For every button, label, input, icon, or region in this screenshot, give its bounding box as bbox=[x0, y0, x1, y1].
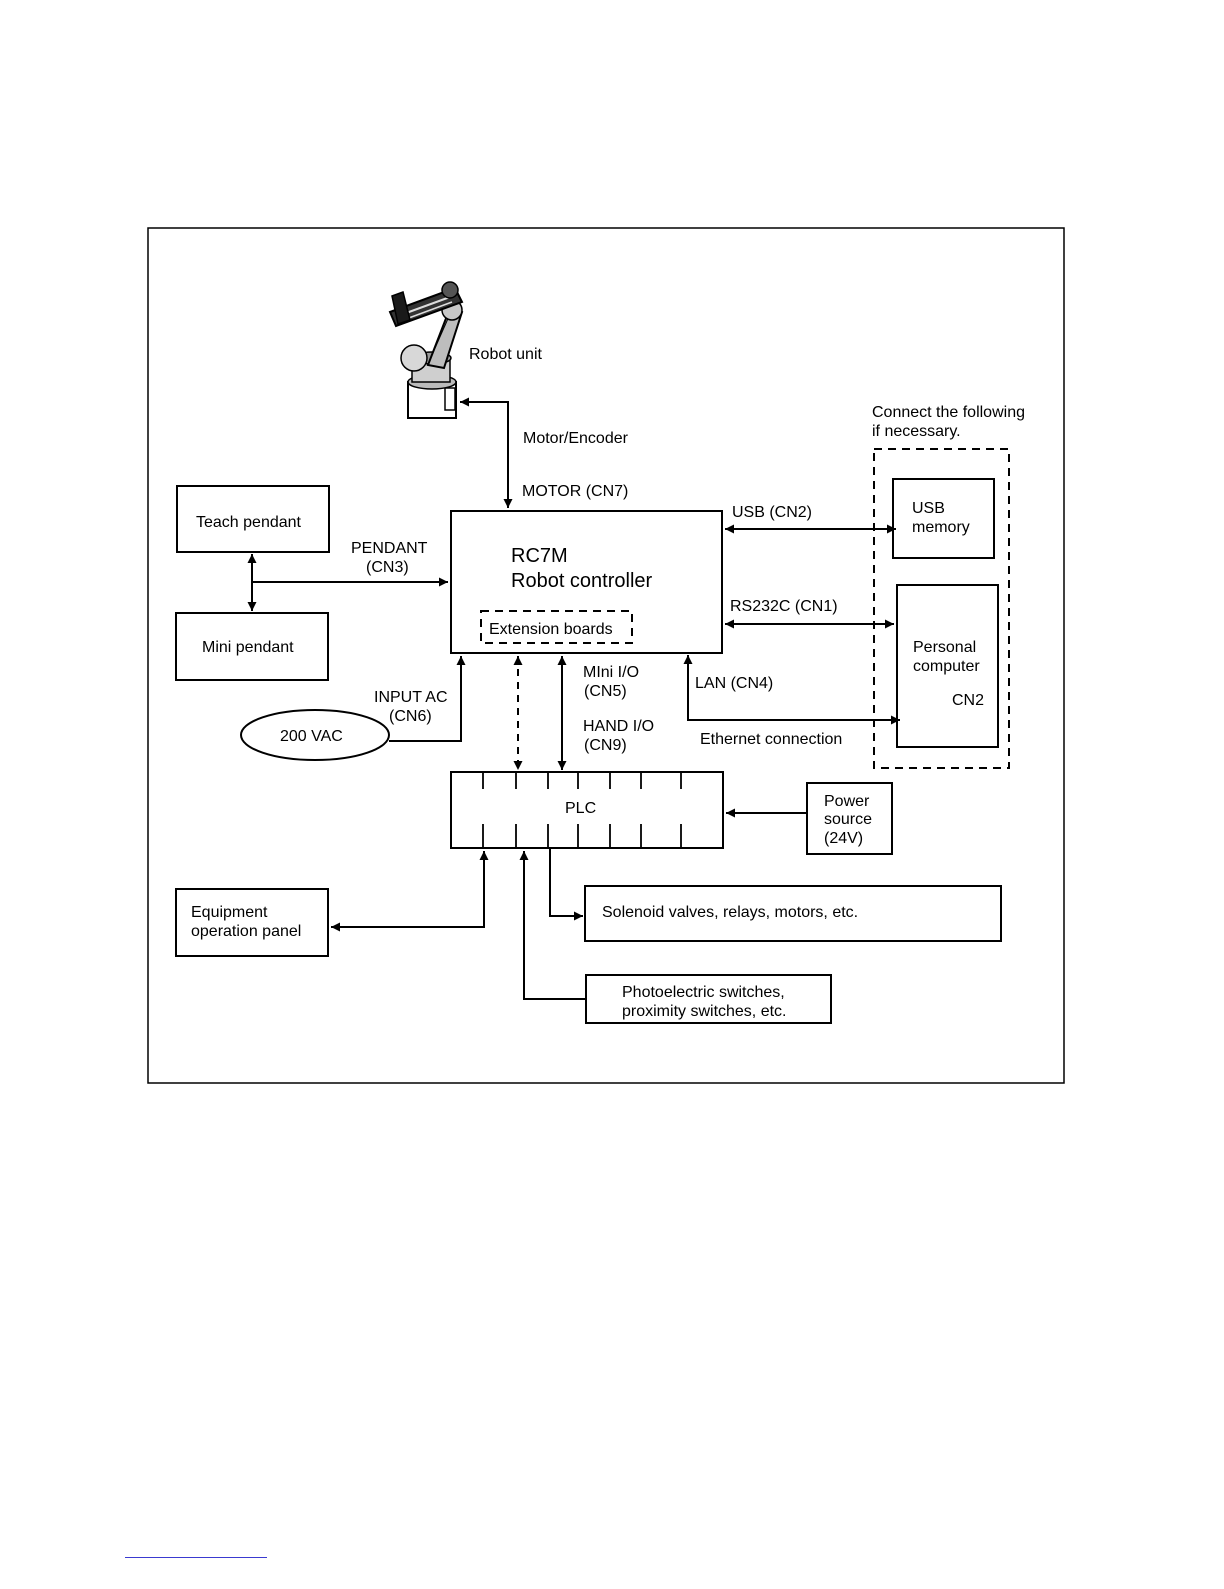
equipment-panel-label-1: Equipment bbox=[191, 904, 268, 921]
hand-io-label-1: HAND I/O bbox=[583, 718, 654, 735]
controller-model-label: RC7M bbox=[511, 545, 568, 567]
power-source-label-1: Power bbox=[824, 793, 870, 810]
solenoid-label: Solenoid valves, relays, motors, etc. bbox=[602, 904, 858, 921]
power-source-label-2: source bbox=[824, 811, 872, 828]
input-ac-label-1: INPUT AC bbox=[374, 689, 448, 706]
power-200vac-ellipse bbox=[240, 709, 390, 761]
mini-pendant-label: Mini pendant bbox=[202, 639, 294, 656]
mini-io-label-1: MIni I/O bbox=[583, 664, 639, 681]
robot-controller-box bbox=[450, 510, 723, 654]
pc-label-2: computer bbox=[913, 658, 980, 675]
power-source-label-3: (24V) bbox=[824, 830, 863, 847]
motor-encoder-label: Motor/Encoder bbox=[523, 430, 629, 447]
pc-label-1: Personal bbox=[913, 639, 976, 656]
controller-name-label: Robot controller bbox=[511, 570, 653, 592]
pendant-port-label-2: (CN3) bbox=[366, 559, 409, 576]
connect-note-line2: if necessary. bbox=[872, 423, 961, 440]
teach-pendant-label: Teach pendant bbox=[196, 514, 302, 531]
equipment-panel-label-2: operation panel bbox=[191, 923, 301, 940]
photoelectric-label-1: Photoelectric switches, bbox=[622, 984, 785, 1001]
lan-port-label: LAN (CN4) bbox=[695, 675, 773, 692]
solenoid-box bbox=[584, 885, 1002, 942]
plc-label: PLC bbox=[565, 800, 596, 817]
hand-io-label-2: (CN9) bbox=[584, 737, 627, 754]
extension-boards-box bbox=[480, 610, 633, 644]
power-200vac-label: 200 VAC bbox=[280, 728, 343, 745]
pendant-port-label-1: PENDANT bbox=[351, 540, 428, 557]
usb-memory-label-2: memory bbox=[912, 519, 970, 536]
plc-terminals bbox=[482, 772, 682, 848]
rs232-port-label: RS232C (CN1) bbox=[730, 598, 838, 615]
connect-note-line1: Connect the following bbox=[872, 404, 1025, 421]
personal-computer-box bbox=[896, 584, 999, 748]
usb-memory-label-1: USB bbox=[912, 500, 945, 517]
robot-unit-label: Robot unit bbox=[469, 346, 542, 363]
mini-io-label-2: (CN5) bbox=[584, 683, 627, 700]
pc-port-label: CN2 bbox=[952, 692, 984, 709]
usb-memory-box bbox=[892, 478, 995, 559]
footer-rule bbox=[125, 1557, 267, 1558]
optional-devices-group bbox=[873, 448, 1010, 769]
ethernet-label: Ethernet connection bbox=[700, 731, 842, 748]
equipment-panel-box bbox=[175, 888, 329, 957]
diagram-frame bbox=[147, 227, 1065, 1084]
mini-pendant-box bbox=[175, 612, 329, 681]
teach-pendant-box bbox=[176, 485, 330, 553]
motor-port-label: MOTOR (CN7) bbox=[522, 483, 628, 500]
input-ac-label-2: (CN6) bbox=[389, 708, 432, 725]
robot-arm-icon bbox=[388, 281, 464, 419]
connections bbox=[247, 397, 900, 1000]
power-source-box bbox=[806, 782, 893, 855]
usb-port-label: USB (CN2) bbox=[732, 504, 812, 521]
photoelectric-box bbox=[585, 974, 832, 1024]
plc-box bbox=[450, 771, 724, 849]
photoelectric-label-2: proximity switches, etc. bbox=[622, 1003, 786, 1020]
extension-boards-label: Extension boards bbox=[489, 621, 613, 638]
